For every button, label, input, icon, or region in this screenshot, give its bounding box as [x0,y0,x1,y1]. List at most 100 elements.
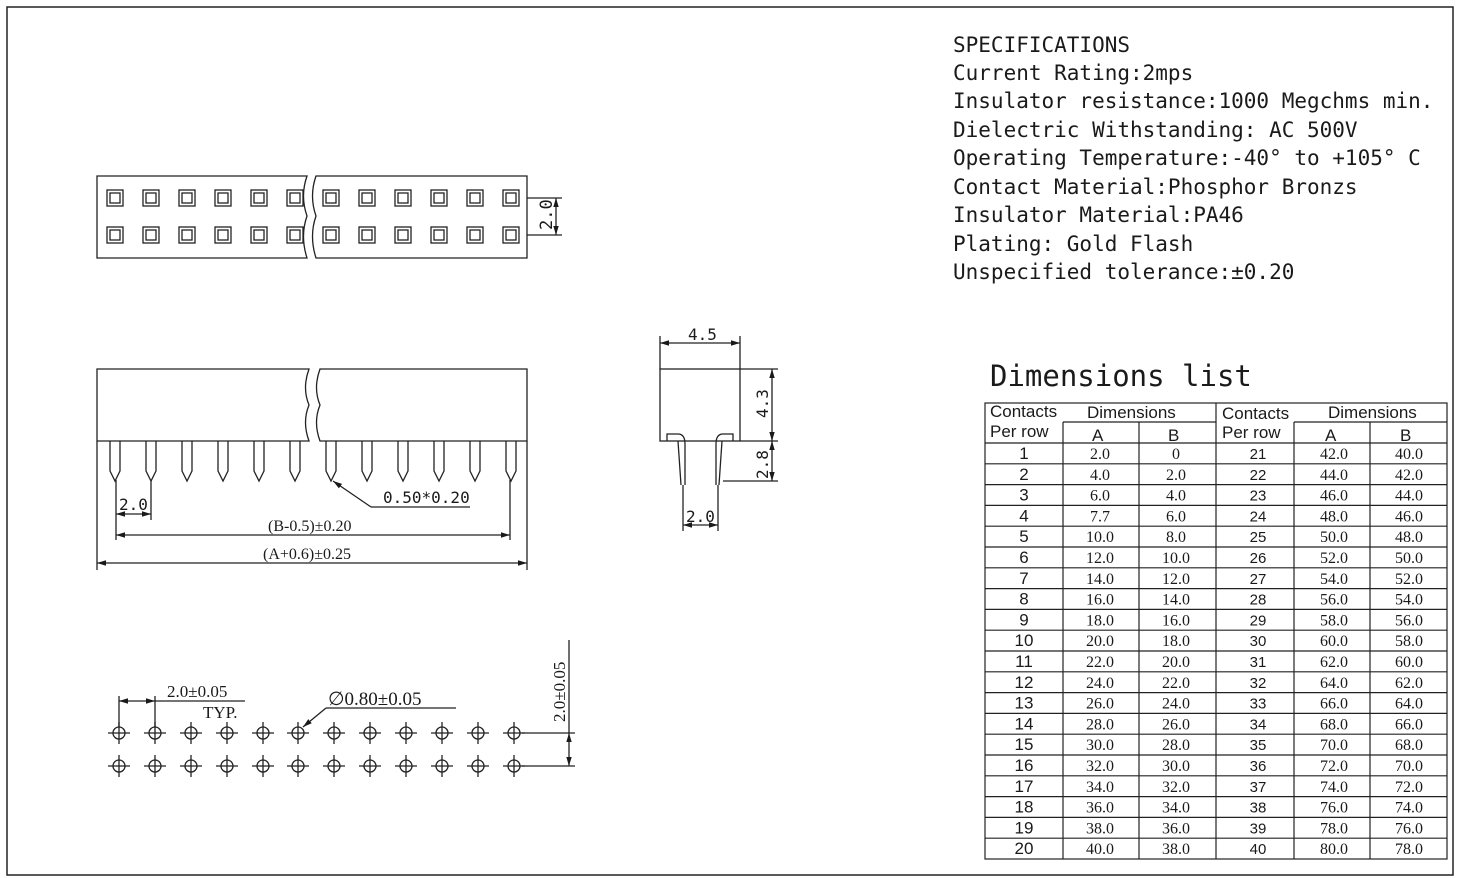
cell-contacts: 12 [1015,673,1034,692]
cell-dim-b: 72.0 [1395,779,1423,796]
cell-dim-b: 78.0 [1395,841,1423,858]
cell-dim-b: 12.0 [1162,571,1190,588]
cell-dim-b: 68.0 [1395,737,1423,754]
cell-contacts: 19 [1015,818,1034,837]
cell-dim-a: 18.0 [1086,612,1114,629]
cell-dim-a: 42.0 [1320,446,1348,463]
contact-square [106,226,124,244]
cell-contacts: 3 [1019,486,1028,505]
contact-square [466,189,484,207]
cell-contacts: 7 [1019,569,1028,588]
contact-square [106,189,124,207]
contact-square [142,189,160,207]
contact-square [502,189,520,207]
cell-contacts: 25 [1250,529,1267,546]
cell-dim-b: 52.0 [1395,571,1423,588]
pin [325,441,337,483]
pin [469,441,481,483]
pin [109,441,121,483]
spec-line: Plating: Gold Flash [953,232,1193,256]
cell-dim-a: 36.0 [1086,800,1114,817]
cell-contacts: 30 [1250,633,1267,650]
cell-dim-b: 44.0 [1395,488,1423,505]
side-height-label: 4.3 [753,389,772,418]
cell-dim-b: 32.0 [1162,779,1190,796]
cell-contacts: 11 [1015,652,1033,671]
cell-dim-a: 64.0 [1320,675,1348,692]
pcb-hole [216,722,238,744]
contact-square [178,226,196,244]
pin [433,441,445,483]
header-per-row: Per row [990,422,1049,441]
cell-contacts: 24 [1250,508,1267,525]
cell-dim-b: 50.0 [1395,550,1423,567]
cell-dim-a: 14.0 [1086,571,1114,588]
cell-dim-b: 38.0 [1162,841,1190,858]
cell-dim-a: 4.0 [1090,467,1110,484]
header-b: B [1400,426,1411,445]
contact-square [358,189,376,207]
cell-contacts: 4 [1019,506,1028,525]
cell-dim-a: 76.0 [1320,800,1348,817]
side-pitch-label: 2.0 [686,507,715,526]
cell-contacts: 36 [1250,758,1267,775]
cell-dim-b: 48.0 [1395,529,1423,546]
pcb-hole [431,722,453,744]
header-per-row: Per row [1222,423,1281,442]
cell-contacts: 10 [1015,631,1034,650]
pcb-hole [144,755,166,777]
cell-dim-b: 4.0 [1166,488,1186,505]
cell-dim-b: 24.0 [1162,696,1190,713]
cell-dim-a: 50.0 [1320,529,1348,546]
pcb-hole [252,755,274,777]
cell-dim-a: 60.0 [1320,633,1348,650]
cell-dim-b: 46.0 [1395,508,1423,525]
cell-dim-a: 46.0 [1320,488,1348,505]
pcb-hole [431,755,453,777]
cell-dim-b: 28.0 [1162,737,1190,754]
contact-square [142,226,160,244]
cell-dim-b: 16.0 [1162,612,1190,629]
cell-dim-a: 30.0 [1086,737,1114,754]
pcb-hole [108,755,130,777]
cell-dim-a: 32.0 [1086,758,1114,775]
cell-dim-a: 24.0 [1086,675,1114,692]
cell-contacts: 6 [1019,548,1028,567]
header-a: A [1325,426,1337,445]
cell-dim-a: 38.0 [1086,820,1114,837]
cell-contacts: 37 [1250,779,1267,796]
cell-dim-a: 72.0 [1320,758,1348,775]
cell-dim-b: 26.0 [1162,716,1190,733]
spec-line: Current Rating:2mps [953,61,1193,85]
cell-dim-a: 26.0 [1086,696,1114,713]
cell-contacts: 31 [1250,654,1267,671]
contact-square [502,226,520,244]
pin [289,441,301,483]
side-view [659,336,778,531]
cell-contacts: 23 [1250,488,1267,505]
hole-typ-label: TYP. [203,703,237,722]
cell-dim-a: 16.0 [1086,592,1114,609]
contact-square [214,189,232,207]
cell-dim-b: 34.0 [1162,800,1190,817]
cell-dim-a: 10.0 [1086,529,1114,546]
contact-square [358,226,376,244]
dimensions-list-title: Dimensions list [990,359,1252,393]
cell-contacts: 17 [1015,777,1034,796]
pcb-holes [108,722,525,777]
cell-dim-b: 30.0 [1162,758,1190,775]
spec-line: Insulator resistance:1000 Megchms min. [953,89,1433,113]
cell-dim-b: 56.0 [1395,612,1423,629]
contact-square [430,189,448,207]
cell-dim-b: 54.0 [1395,592,1423,609]
cell-dim-b: 76.0 [1395,820,1423,837]
cell-contacts: 8 [1019,590,1028,609]
cell-dim-a: 70.0 [1320,737,1348,754]
cell-dim-b: 18.0 [1162,633,1190,650]
cell-dim-b: 6.0 [1166,508,1186,525]
cell-contacts: 35 [1250,737,1267,754]
pin [397,441,409,483]
spec-line: Dielectric Withstanding: AC 500V [953,118,1358,142]
cell-contacts: 38 [1250,800,1267,817]
cell-dim-b: 42.0 [1395,467,1423,484]
